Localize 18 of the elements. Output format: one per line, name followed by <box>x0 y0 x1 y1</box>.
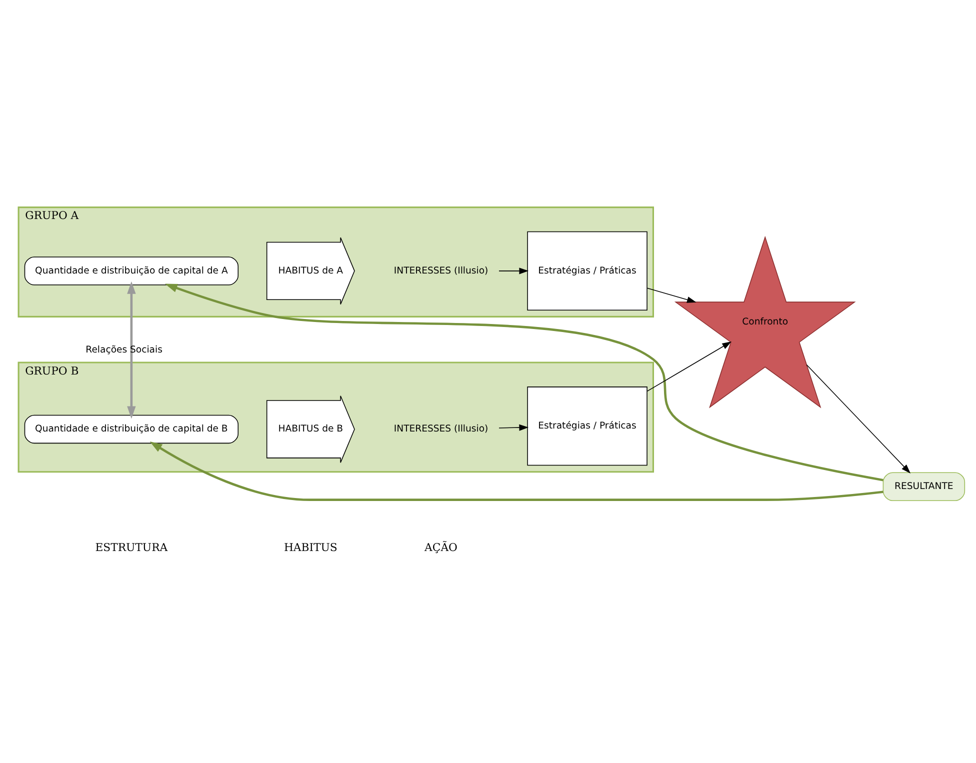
node-text: INTERESSES (Illusio) <box>393 424 488 435</box>
node-box: RESULTANTE <box>882 472 965 501</box>
arrow <box>126 281 136 419</box>
label: ESTRUTURA <box>94 540 168 554</box>
node-box: Estratégias / Práticas <box>526 231 647 310</box>
arrow <box>498 268 528 274</box>
arrow <box>806 364 910 474</box>
node-box: Quantidade e distribuição de capital de A <box>24 256 238 286</box>
arrow <box>646 342 731 392</box>
arrow <box>164 284 883 482</box>
node-box: Quantidade e distribuição de capital de B <box>24 414 238 444</box>
label: HABITUS <box>283 540 337 554</box>
arrow <box>149 441 883 501</box>
node-box: Estratégias / Práticas <box>526 386 647 466</box>
edge-label: Relações Sociais <box>85 344 162 356</box>
node-text: INTERESSES (Illusio) <box>393 265 488 276</box>
arrow <box>498 424 528 431</box>
label: AÇÃO <box>424 540 457 554</box>
